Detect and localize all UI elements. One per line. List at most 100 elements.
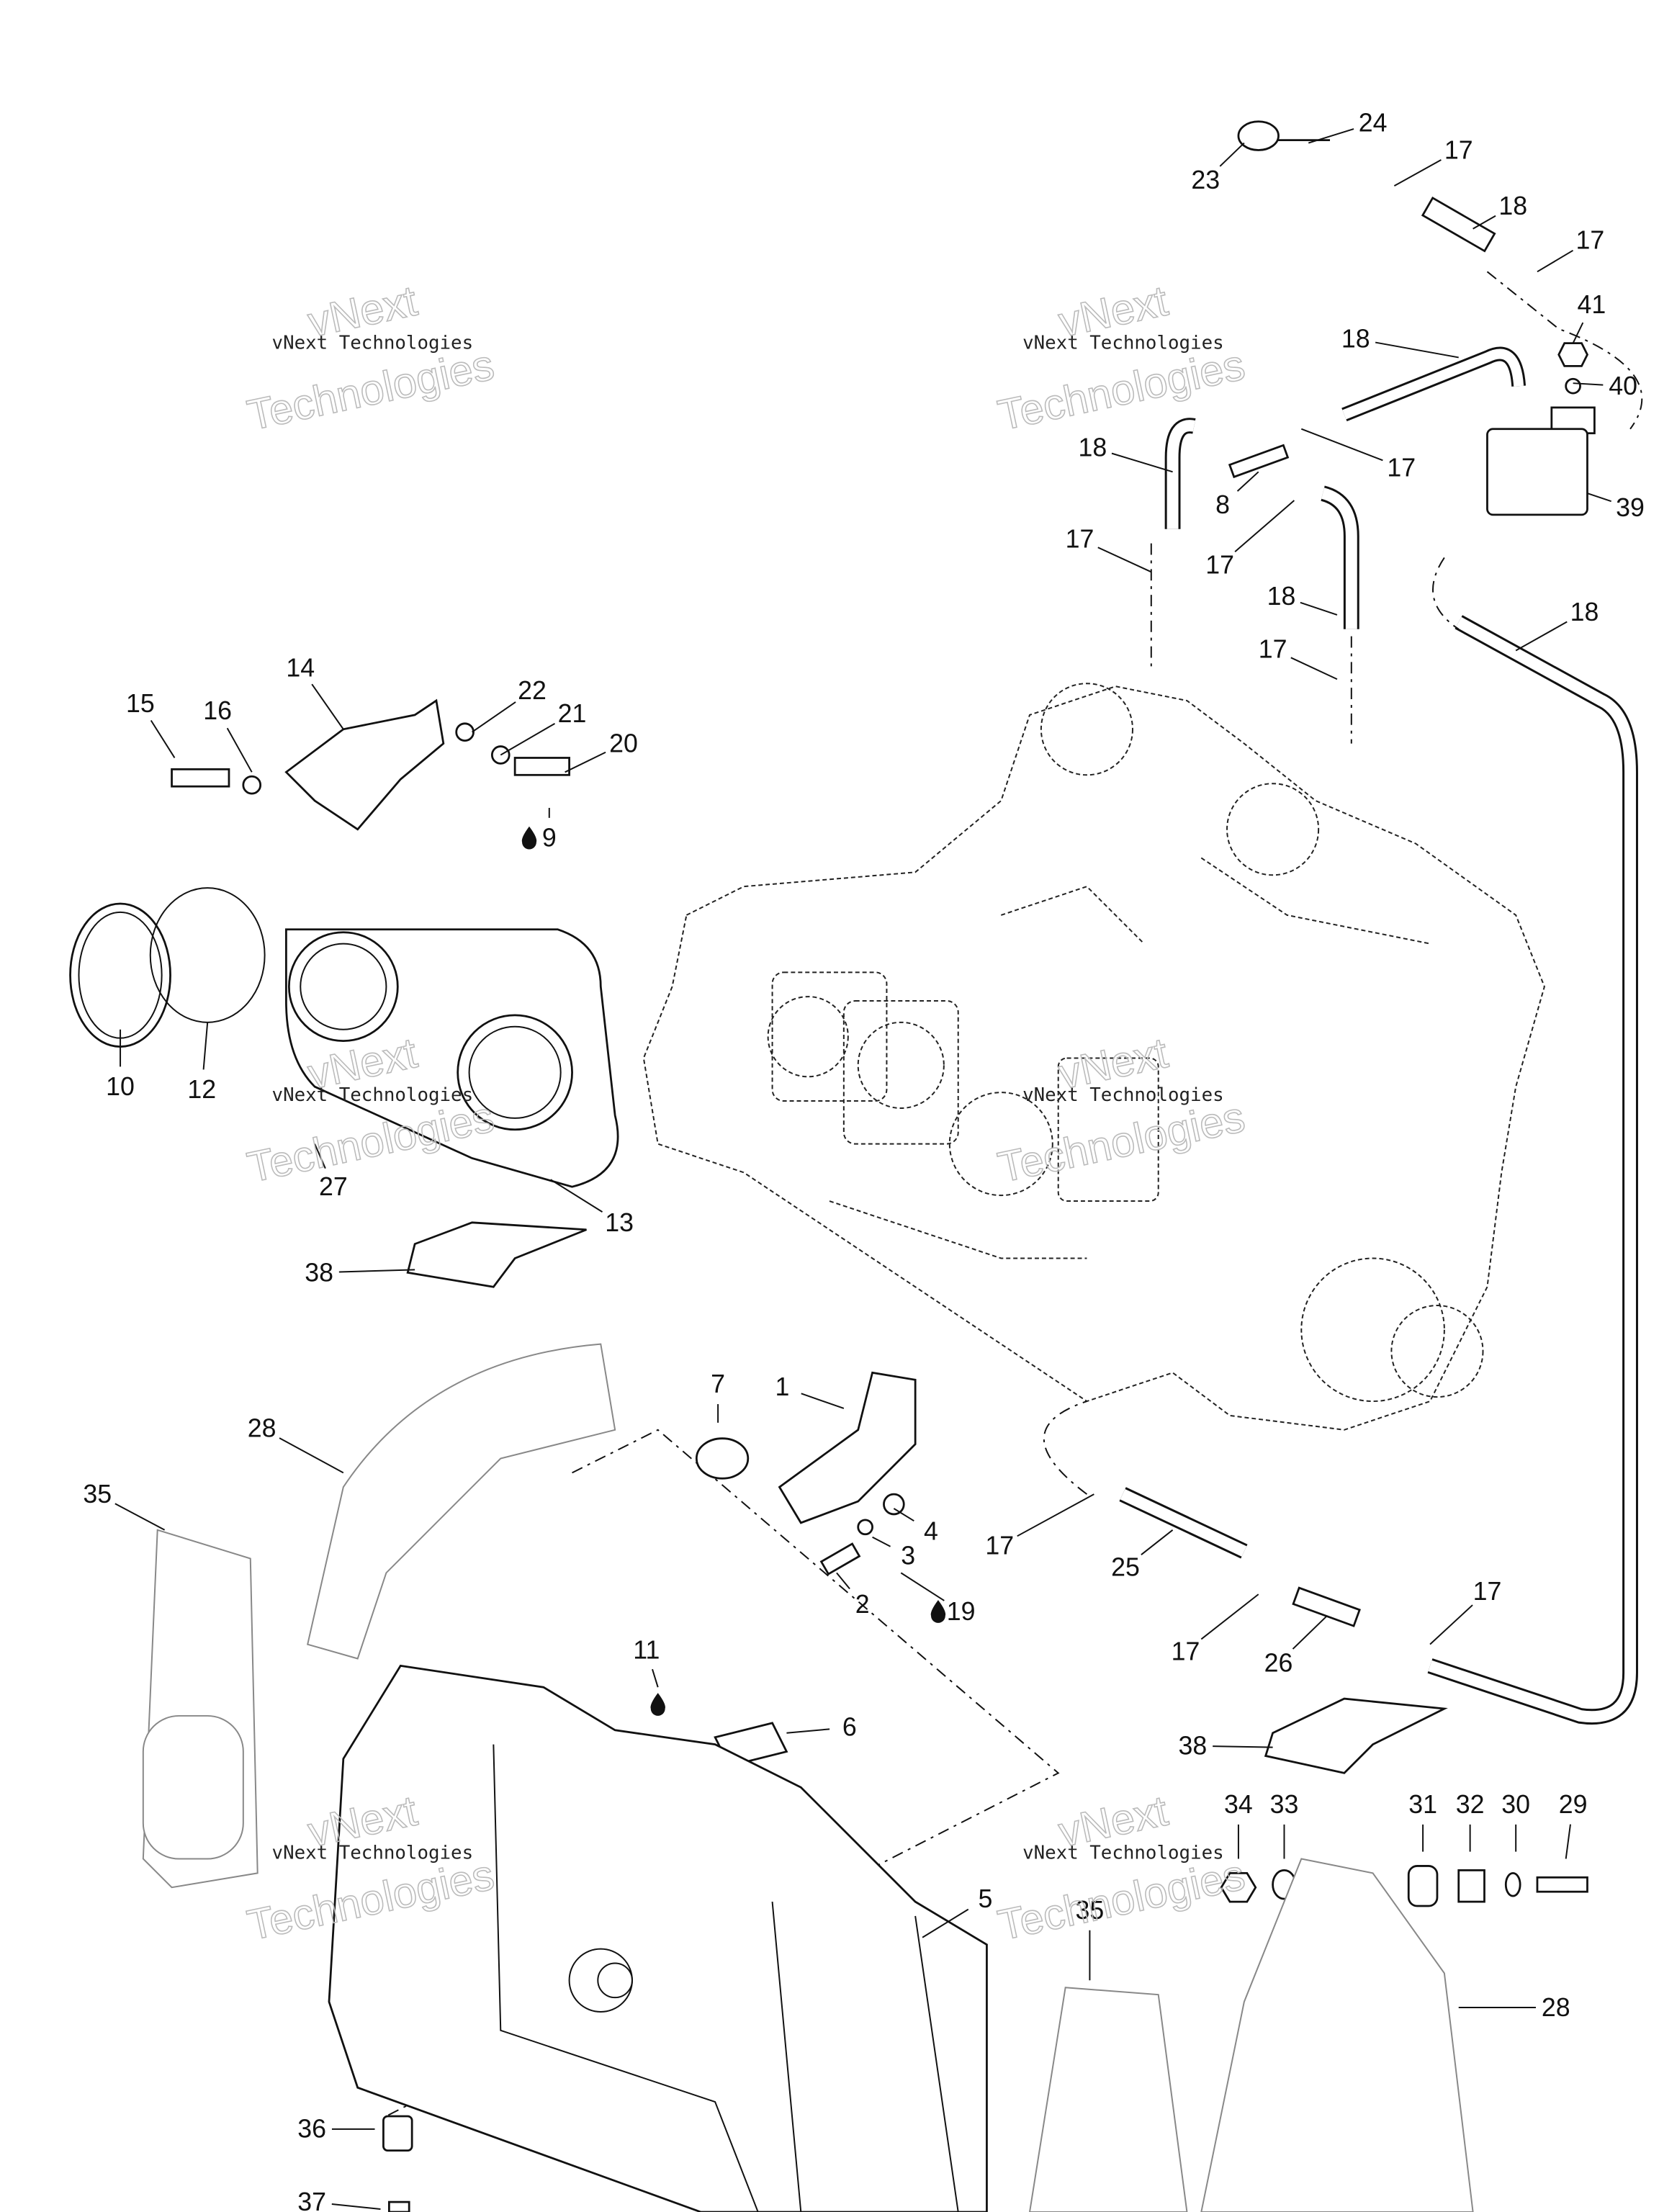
callout-38: 38 (1179, 1732, 1208, 1761)
callout-41: 41 (1578, 290, 1606, 319)
hoses (385, 139, 1643, 2117)
callout-18: 18 (1498, 192, 1527, 220)
leader-line (1141, 1529, 1174, 1555)
callout-22: 22 (518, 676, 547, 705)
callout-11: 11 (633, 1636, 660, 1665)
callout-29: 29 (1559, 1790, 1588, 1819)
leader-line (1292, 1615, 1328, 1650)
callout-17: 17 (1259, 634, 1287, 663)
leader-line (801, 1393, 845, 1409)
leader-line (202, 1022, 209, 1070)
callout-17: 17 (985, 1532, 1014, 1560)
leader-line (872, 1536, 891, 1547)
ducts (142, 1343, 1474, 2212)
airbox (328, 1664, 988, 2212)
leader-line (652, 1668, 659, 1688)
callout-23: 23 (1191, 166, 1220, 194)
callout-2: 2 (855, 1590, 870, 1619)
watermark-text: Technologies (994, 341, 1249, 440)
leader-line (1300, 428, 1383, 462)
callout-17: 17 (1444, 135, 1473, 164)
callout-4: 4 (924, 1517, 938, 1546)
callout-24: 24 (1359, 109, 1388, 138)
leader-line (550, 1179, 603, 1213)
callout-15: 15 (126, 689, 155, 718)
callout-1: 1 (775, 1372, 790, 1401)
callout-21: 21 (558, 699, 587, 728)
callout-12: 12 (187, 1075, 216, 1104)
drop-icon (930, 1600, 946, 1623)
callout-40: 40 (1609, 372, 1637, 400)
engine-block (642, 683, 1545, 1431)
leader-line (338, 1269, 415, 1273)
callout-6: 6 (842, 1713, 857, 1742)
leader-line (1429, 1604, 1473, 1645)
leader-line (311, 683, 344, 730)
leader-line (314, 1143, 326, 1169)
callout-18: 18 (1570, 598, 1599, 626)
leader-line (1300, 601, 1338, 616)
callout-17: 17 (1387, 453, 1416, 482)
watermark-text: Technologies (994, 1851, 1249, 1950)
leader-line (1236, 471, 1259, 492)
leader-line (1572, 322, 1584, 344)
callout-3: 3 (901, 1541, 915, 1570)
leader-line (500, 722, 556, 756)
callout-18: 18 (1079, 433, 1107, 462)
leader-line (900, 1572, 945, 1601)
callout-25: 25 (1111, 1552, 1140, 1581)
watermark-caption: vNext Technologies (272, 333, 474, 354)
leader-line (1393, 159, 1442, 187)
callout-17: 17 (1172, 1637, 1200, 1665)
leader-line (1565, 1824, 1571, 1859)
leader-line (1515, 621, 1568, 652)
callout-9: 9 (542, 824, 557, 853)
watermark-text: Technologies (243, 341, 498, 440)
callout-34: 34 (1224, 1790, 1253, 1819)
callout-31: 31 (1408, 1790, 1437, 1819)
leader-line (114, 1503, 166, 1531)
leader-line (565, 751, 606, 773)
callout-7: 7 (711, 1370, 725, 1398)
leader-line (1308, 128, 1354, 144)
leader-line (1537, 249, 1574, 273)
leader-line (471, 701, 516, 733)
callout-36: 36 (297, 2115, 326, 2144)
leader-line (1219, 142, 1245, 167)
callout-17: 17 (1066, 525, 1094, 554)
watermark-caption: vNext Technologies (1022, 1084, 1224, 1106)
leader-line (786, 1728, 830, 1734)
leader-line (1375, 341, 1459, 359)
leader-line (922, 1908, 969, 1938)
callout-20: 20 (609, 729, 638, 758)
watermark-caption: vNext Technologies (272, 1084, 474, 1106)
leader-line (836, 1572, 850, 1590)
callout-8: 8 (1215, 490, 1230, 519)
watermark-text: Technologies (994, 1092, 1249, 1192)
leader-line (1017, 1493, 1094, 1537)
callout-38: 38 (305, 1258, 333, 1287)
drop-icon (650, 1693, 665, 1716)
leader-line (1573, 382, 1604, 386)
leader-line (1097, 547, 1152, 573)
leader-line (1587, 493, 1611, 503)
callout-18: 18 (1341, 325, 1370, 354)
leader-line (150, 719, 176, 758)
watermark-caption: vNext Technologies (1022, 1843, 1224, 1864)
leader-line (1200, 1593, 1259, 1640)
callout-17: 17 (1473, 1577, 1502, 1606)
leader-lines (114, 128, 1611, 2211)
callout-19: 19 (947, 1597, 976, 1626)
callout-18: 18 (1267, 582, 1296, 611)
drop-icon (521, 826, 537, 850)
callout-17: 17 (1576, 226, 1605, 255)
leader-line (331, 2203, 381, 2211)
leader-line (1234, 500, 1295, 552)
leader-line (893, 1508, 914, 1522)
small-parts (69, 120, 1596, 2212)
watermark-caption: vNext Technologies (1022, 333, 1224, 354)
leader-line (1111, 452, 1173, 473)
leader-line (226, 727, 253, 773)
